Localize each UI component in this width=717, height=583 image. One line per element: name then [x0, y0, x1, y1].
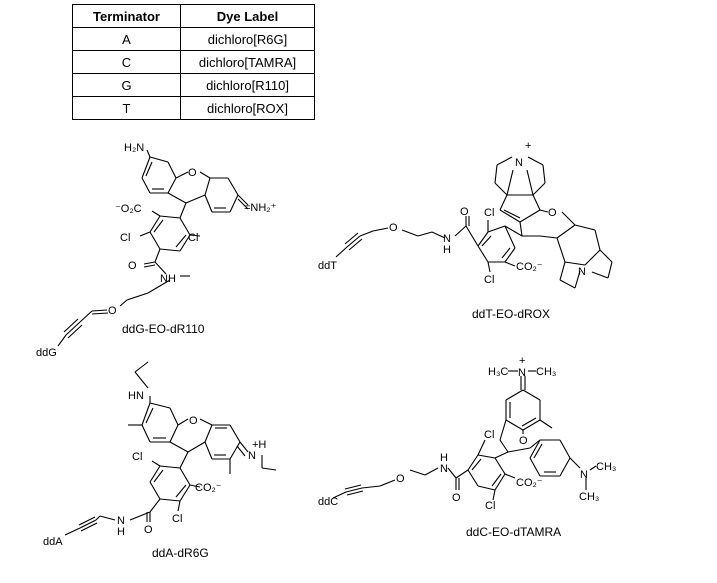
label-chlorine-right: Cl	[172, 513, 182, 525]
label-ch3-right-top: CH₃	[596, 461, 616, 473]
label-ring-oxygen: O	[519, 435, 528, 447]
label-h2n: H₂N	[124, 142, 144, 154]
label-ring-oxygen: O	[548, 207, 557, 219]
label-ring-oxygen: O	[189, 415, 198, 427]
label-carboxylate: CO₂⁻	[516, 477, 543, 489]
label-chlorine-top: Cl	[484, 429, 494, 441]
atom-labels: H₃C N + CH₃ O Cl Cl CO₂⁻ N CH₃ CH₃ H N O…	[318, 355, 616, 512]
caption-dda-dr6g: ddA-dR6G	[152, 546, 209, 560]
label-chlorine-right: Cl	[188, 232, 198, 244]
label-chlorine-left: Cl	[120, 232, 130, 244]
label-ch3-right-bottom: CH₃	[579, 491, 599, 503]
label-chlorine-left: Cl	[132, 451, 142, 463]
label-amide-h: H	[117, 526, 125, 538]
structure-ddt-eo-drox: N + O N Cl Cl CO₂⁻ O N H O ddT ddT-EO-dR…	[318, 140, 613, 321]
label-ether-oxygen: O	[396, 473, 405, 485]
label-carbonyl-oxygen: O	[144, 524, 153, 536]
label-chlorine-bottom: Cl	[485, 500, 495, 512]
label-carbonyl-oxygen: O	[128, 260, 137, 272]
structure-ddc-eo-dtamra: H₃C N + CH₃ O Cl Cl CO₂⁻ N CH₃ CH₃ H N O…	[318, 355, 616, 539]
table-row: C dichloro[TAMRA]	[72, 50, 315, 74]
label-plus: +	[519, 355, 525, 367]
label-amide-n: N	[117, 515, 125, 527]
label-amide-nh: NH	[160, 273, 176, 285]
label-iminium-n: N	[515, 157, 523, 169]
label-dda: ddA	[43, 536, 63, 548]
label-h3c: H₃C	[488, 366, 508, 378]
label-ddg: ddG	[36, 347, 57, 359]
bonds	[64, 361, 277, 536]
structure-ddg-eo-dr110: H₂N O =NH₂⁺ ⁻O₂C Cl Cl O NH O ddG ddG-EO…	[36, 142, 277, 359]
label-chlorine-top: Cl	[484, 207, 494, 219]
atom-labels: HN O N +H Cl CO₂⁻ Cl O N H ddA	[43, 390, 266, 548]
cell-terminator: G	[72, 73, 181, 97]
label-ddc: ddC	[318, 496, 338, 508]
header-terminator: Terminator	[72, 4, 181, 28]
caption-ddg-eo-dr110: ddG-EO-dR110	[122, 322, 205, 336]
label-iminium-n: N	[518, 367, 526, 379]
label-ether-oxygen: O	[389, 222, 398, 234]
structure-dda-dr6g: HN O N +H Cl CO₂⁻ Cl O N H ddA ddA-dR6G	[43, 361, 277, 560]
caption-ddc-eo-dtamra: ddC-EO-dTAMRA	[466, 525, 561, 539]
label-amide-n: N	[443, 233, 451, 245]
cell-dye-label: dichloro[ROX]	[180, 96, 315, 120]
terminator-dye-table: Terminator Dye Label A dichloro[R6G] C d…	[72, 4, 315, 120]
label-iminium-n: N	[248, 450, 256, 462]
table-header-row: Terminator Dye Label	[72, 4, 315, 28]
atom-labels: H₂N O =NH₂⁺ ⁻O₂C Cl Cl O NH O ddG	[36, 142, 277, 359]
bonds	[335, 156, 613, 289]
cell-terminator: C	[72, 50, 181, 74]
label-ch3-top: CH₃	[536, 366, 556, 378]
label-carbonyl-oxygen: O	[452, 492, 461, 504]
bonds	[332, 370, 597, 501]
caption-ddt-eo-drox: ddT-EO-dROX	[472, 307, 550, 321]
label-iminium: =NH₂⁺	[244, 202, 277, 214]
cell-dye-label: dichloro[TAMRA]	[180, 50, 315, 74]
label-carbonyl-oxygen: O	[460, 206, 469, 218]
cell-terminator: T	[72, 96, 181, 120]
label-dimethylamino-n: N	[580, 469, 588, 481]
label-ether-oxygen: O	[108, 305, 117, 317]
label-hn: HN	[128, 390, 144, 402]
atom-labels: N + O N Cl Cl CO₂⁻ O N H O ddT	[318, 140, 586, 286]
table-row: T dichloro[ROX]	[72, 96, 315, 120]
label-carboxylate: CO₂⁻	[195, 482, 222, 494]
label-carboxylate: CO₂⁻	[516, 261, 543, 273]
label-ring-oxygen: O	[188, 167, 197, 179]
bonds	[57, 149, 249, 347]
label-amide-h: H	[443, 244, 451, 256]
label-ddt: ddT	[318, 260, 337, 272]
label-carboxylate: ⁻O₂C	[115, 203, 142, 215]
header-dye-label: Dye Label	[180, 4, 315, 28]
label-chlorine-bottom: Cl	[484, 274, 494, 286]
label-plus-h: +H	[252, 439, 266, 451]
label-amide-h: H	[440, 452, 448, 464]
label-amide-n: N	[440, 463, 448, 475]
label-lower-n: N	[578, 266, 586, 278]
label-plus: +	[525, 140, 531, 152]
